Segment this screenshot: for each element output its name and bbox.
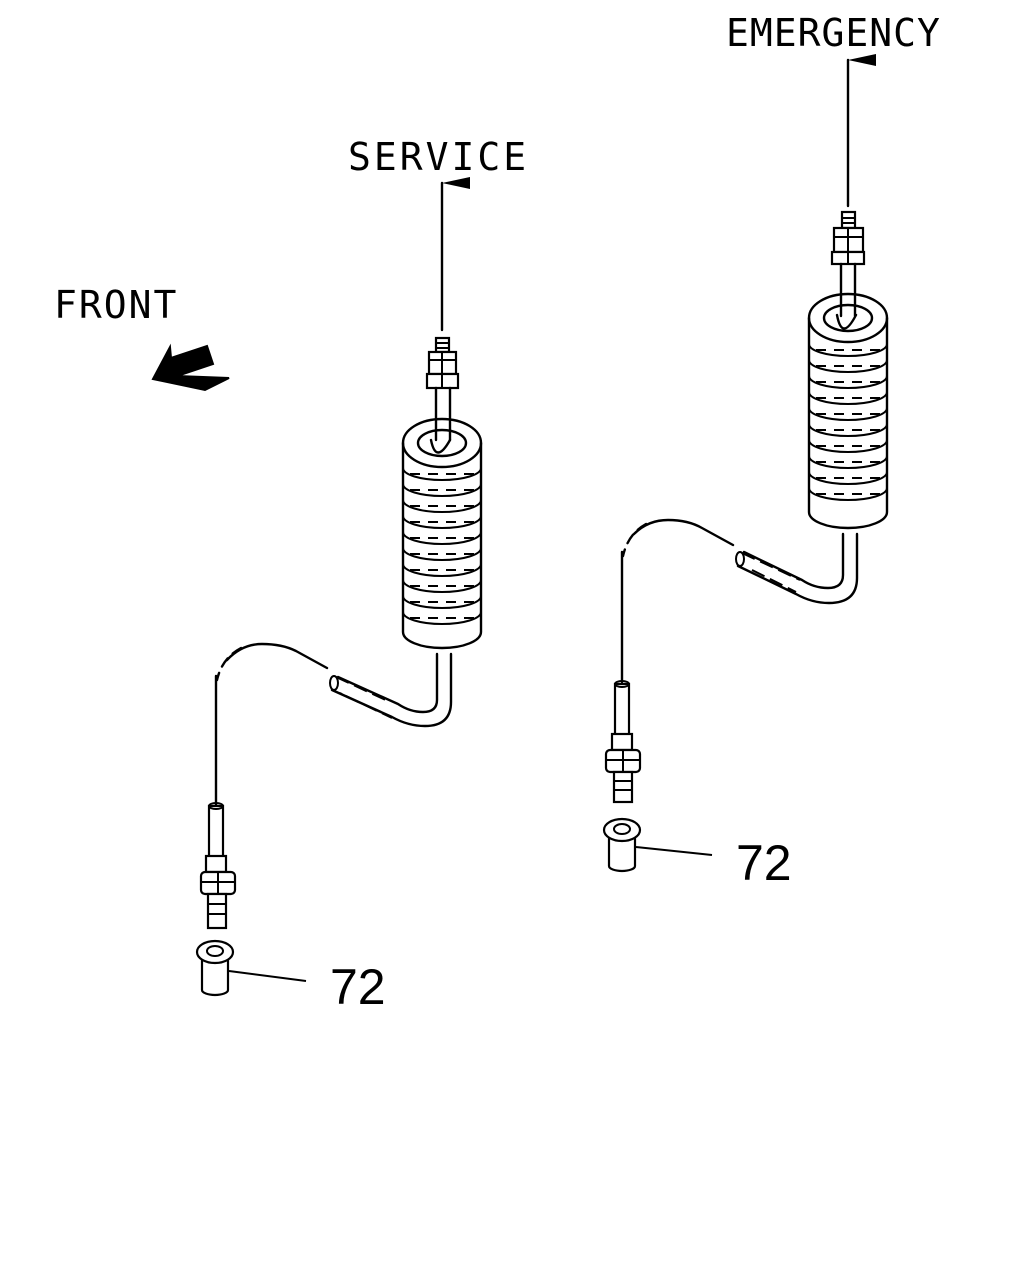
part-number-callout-left: 72	[330, 959, 386, 1015]
part-number-callout-right: 72	[736, 835, 792, 891]
cap-part-right	[602, 817, 642, 873]
cap-part-left	[195, 939, 235, 997]
emergency-line-assembly	[602, 54, 889, 873]
service-line-assembly	[195, 177, 483, 997]
callout-leader-left	[228, 970, 307, 982]
service-label: SERVICE	[348, 135, 529, 179]
front-label: FRONT	[54, 283, 178, 327]
emergency-label: EMERGENCY	[726, 11, 941, 55]
callout-leader-right	[635, 846, 713, 856]
front-arrow-icon	[151, 343, 230, 392]
